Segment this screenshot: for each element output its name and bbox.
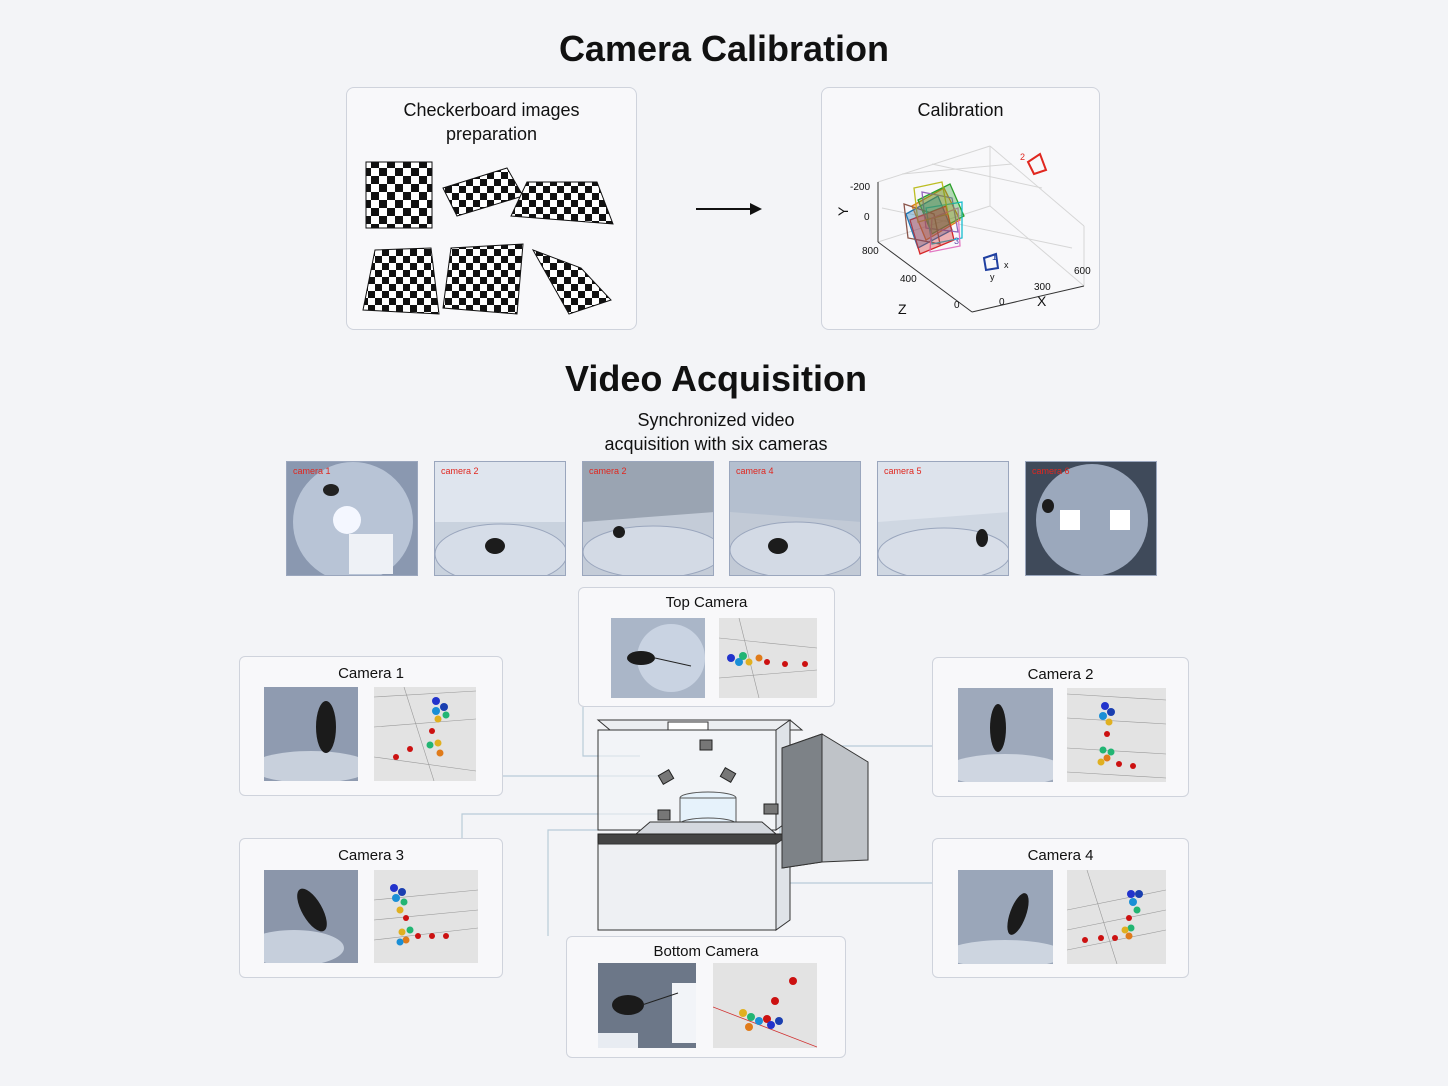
svg-text:1: 1 xyxy=(992,252,997,262)
camera-frame-label: camera 5 xyxy=(884,466,922,476)
video-subtitle-line1: Synchronized video xyxy=(637,410,795,430)
x-tick-1: 300 xyxy=(1034,282,1051,293)
arrow-right-icon xyxy=(696,203,762,215)
top-camera-pose-plot xyxy=(719,618,817,698)
arena-image xyxy=(435,462,565,575)
arena-image xyxy=(878,462,1008,575)
camera-frame-2: camera 2 xyxy=(434,461,566,576)
checkerboard-2 xyxy=(442,167,524,217)
camera-frame-1: camera 1 xyxy=(286,461,418,576)
camera-3-title: Camera 3 xyxy=(338,847,404,864)
svg-text:y: y xyxy=(990,272,995,282)
y-tick-0: -200 xyxy=(850,182,870,193)
camera-4-photo xyxy=(958,870,1053,964)
checkerboard-1 xyxy=(365,161,433,229)
camera-3-photo xyxy=(264,870,358,963)
axis-y-label: Y xyxy=(835,206,851,216)
camera-frame-label: camera 2 xyxy=(441,466,479,476)
arena-image xyxy=(583,462,713,575)
y-tick-1: 0 xyxy=(864,212,870,223)
x-tick-0: 0 xyxy=(999,297,1005,308)
checkerboard-images xyxy=(362,161,614,315)
axis-x-label: X xyxy=(1037,293,1047,309)
checkerboard-title-line1: Checkerboard images xyxy=(403,100,580,120)
camera-4-panel: Camera 4 xyxy=(932,838,1189,978)
camera-3-panel: Camera 3 xyxy=(239,838,503,978)
bottom-camera-title: Bottom Camera xyxy=(653,943,759,960)
calibration-panel-title: Calibration xyxy=(917,100,1004,120)
arena-image xyxy=(1026,462,1156,575)
camera-2-pose-plot xyxy=(1067,688,1166,782)
top-camera-panel: Top Camera xyxy=(578,587,835,707)
bottom-camera-pose-plot xyxy=(713,963,817,1048)
camera-1-photo xyxy=(264,687,358,781)
axis-z-label: Z xyxy=(898,301,907,317)
camera-frame-4: camera 4 xyxy=(729,461,861,576)
calibration-title: Camera Calibration xyxy=(558,28,890,69)
camera-frame-5: camera 5 xyxy=(877,461,1009,576)
recording-enclosure xyxy=(596,719,869,931)
z-tick-0: 800 xyxy=(862,246,879,257)
video-acquisition-title: Video Acquisition xyxy=(564,358,868,399)
svg-text:2: 2 xyxy=(1020,152,1025,162)
checkerboard-6 xyxy=(531,249,612,315)
camera-frame-label: camera 2 xyxy=(589,466,627,476)
camera-marker-2: 2 xyxy=(1020,152,1048,176)
camera-4-title: Camera 4 xyxy=(1027,847,1094,864)
arena-image xyxy=(287,462,417,575)
svg-text:x: x xyxy=(1004,260,1009,270)
camera-marker-1: 1 x y xyxy=(982,252,1009,282)
camera-frame-label: camera 4 xyxy=(736,466,774,476)
camera-frame-label: camera 1 xyxy=(293,466,331,476)
bottom-camera-photo xyxy=(598,963,696,1048)
video-subtitle-line2: acquisition with six cameras xyxy=(604,434,828,454)
arena-image xyxy=(730,462,860,575)
calibration-3d-plot: 2 1 x y 3 -200 0 800 400 0 0 300 600 Y Z… xyxy=(835,145,1091,317)
checkerboard-title-line2: preparation xyxy=(445,124,538,144)
camera-2-panel: Camera 2 xyxy=(932,657,1189,797)
z-tick-1: 400 xyxy=(900,274,917,285)
camera-1-panel: Camera 1 xyxy=(239,656,503,796)
checkerboard-panel: Checkerboard images preparation xyxy=(346,87,637,330)
z-tick-2: 0 xyxy=(954,300,960,311)
camera-frame-3: camera 2 xyxy=(582,461,714,576)
camera-2-title: Camera 2 xyxy=(1027,666,1094,683)
checkerboard-3 xyxy=(510,181,614,225)
x-tick-2: 600 xyxy=(1074,266,1091,277)
top-camera-title: Top Camera xyxy=(665,594,748,611)
camera-2-photo xyxy=(958,688,1053,782)
calibration-panel: Calibration xyxy=(821,87,1100,330)
top-camera-photo xyxy=(611,618,705,698)
camera-4-pose-plot xyxy=(1067,870,1166,964)
camera-1-title: Camera 1 xyxy=(338,665,404,682)
camera-frame-label: camera 6 xyxy=(1032,466,1070,476)
checkerboard-5 xyxy=(442,243,524,315)
checkerboard-4 xyxy=(362,247,440,315)
bottom-camera-panel: Bottom Camera xyxy=(566,936,846,1058)
camera-3-pose-plot xyxy=(374,870,478,963)
camera-marker-3: 3 xyxy=(954,236,959,246)
camera-frame-6: camera 6 xyxy=(1025,461,1157,576)
camera-1-pose-plot xyxy=(374,687,476,781)
